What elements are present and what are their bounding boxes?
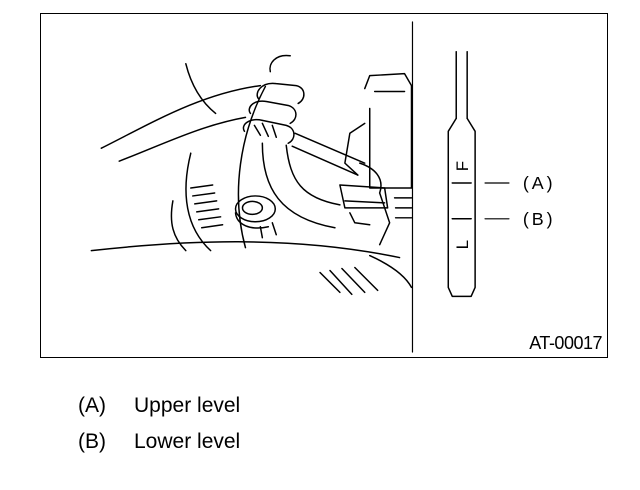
illustration: F L (A) (B) bbox=[90, 21, 556, 353]
dipstick-low-mark: L bbox=[453, 240, 472, 249]
dipstick-illustration bbox=[447, 51, 510, 298]
legend-text: Upper level bbox=[134, 394, 241, 417]
engine-compartment-illustration bbox=[90, 54, 413, 296]
figure-frame: F L (A) (B) AT-00017 bbox=[40, 13, 608, 358]
legend: (A) Upper level (B) Lower level bbox=[78, 388, 240, 460]
callout-label-a: (A) bbox=[523, 173, 556, 193]
callout-label-b: (B) bbox=[523, 209, 556, 229]
legend-item: (A) Upper level bbox=[78, 388, 240, 424]
legend-key: (A) bbox=[78, 394, 106, 417]
legend-key: (B) bbox=[78, 430, 106, 453]
figure-code: AT-00017 bbox=[529, 333, 602, 353]
legend-item: (B) Lower level bbox=[78, 424, 240, 460]
legend-text: Lower level bbox=[134, 430, 241, 453]
dipstick-full-mark: F bbox=[453, 161, 472, 171]
